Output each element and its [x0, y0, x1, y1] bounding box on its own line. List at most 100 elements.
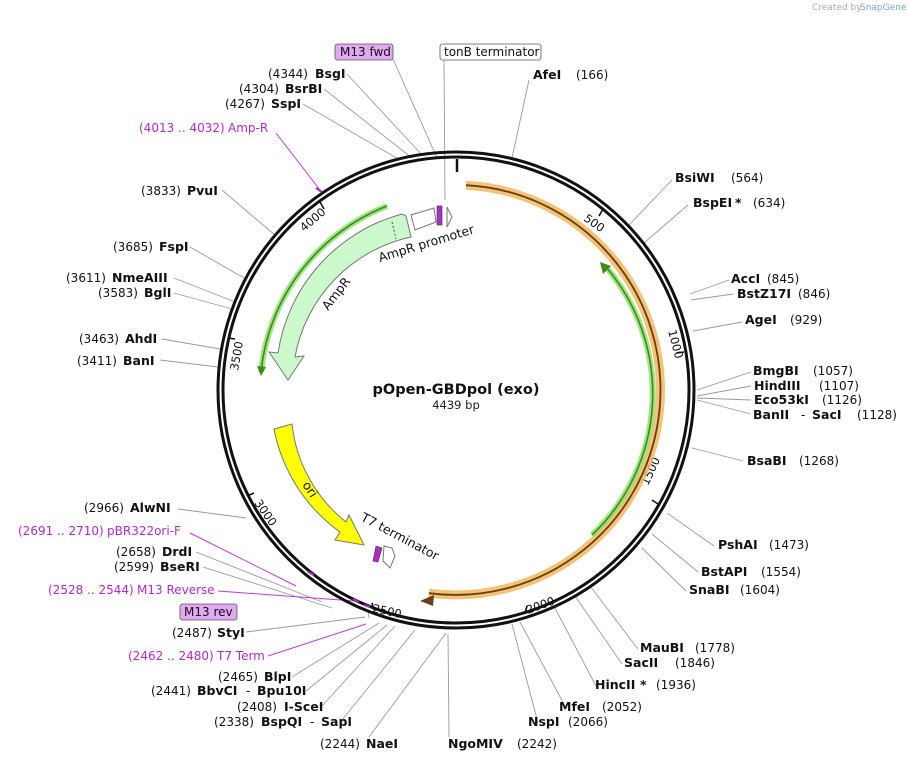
svg-text:(2487): (2487) — [172, 626, 212, 640]
svg-text:AccI: AccI — [731, 271, 760, 286]
site-label-hincii[interactable]: HincII * (1936) — [595, 677, 696, 692]
site-label-ahdi[interactable]: (3463) AhdI — [79, 331, 157, 346]
site-label-nmeaiii[interactable]: (3611) NmeAIII — [66, 270, 168, 285]
svg-text:Eco53kI: Eco53kI — [754, 392, 809, 407]
ampr-promoter-arrow[interactable] — [410, 207, 437, 231]
svg-text:(2528 .. 2544): (2528 .. 2544) — [48, 583, 134, 597]
site-label-sacii[interactable]: SacII (1846) — [624, 655, 715, 670]
site-label-styi[interactable]: (2487) StyI — [172, 625, 245, 640]
site-label-pshai[interactable]: PshAI (1473) — [718, 537, 809, 552]
site-label-bspei[interactable]: BspEI * (634) — [693, 195, 785, 210]
svg-text:Bpu10I: Bpu10I — [257, 683, 306, 698]
svg-text:(2408): (2408) — [237, 700, 277, 714]
site-label-maubi[interactable]: MauBI (1778) — [640, 640, 735, 655]
site-label-bsrbi[interactable]: (4304) BsrBI — [239, 81, 322, 96]
m13-rev-label-box[interactable]: M13 rev — [179, 603, 238, 621]
m13-reverse-primer-mark[interactable] — [352, 598, 360, 603]
site-label-bspqi-sapi[interactable]: (2338) BspQI - SapI — [214, 714, 352, 729]
svg-text:tonB terminator: tonB terminator — [444, 45, 540, 59]
svg-text:SnaBI: SnaBI — [689, 582, 730, 597]
svg-text:HincII: HincII — [595, 677, 635, 692]
site-label-eco53ki[interactable]: Eco53kI (1126) — [754, 392, 862, 407]
svg-text:(2242): (2242) — [517, 737, 557, 751]
svg-text:(564): (564) — [731, 171, 763, 185]
site-label-bbvci-bpu10i[interactable]: (2441) BbvCI - Bpu10I — [151, 683, 306, 698]
site-label-bstz17i[interactable]: BstZ17I (846) — [737, 286, 830, 301]
site-label-sspi[interactable]: (4267) SspI — [225, 96, 301, 111]
svg-text:AhdI: AhdI — [125, 331, 157, 346]
svg-text:AgeI: AgeI — [745, 312, 777, 327]
svg-text:pBR322ori-F: pBR322ori-F — [107, 524, 181, 538]
svg-text:(3611): (3611) — [66, 271, 106, 285]
t7-term-primer-mark[interactable] — [363, 604, 371, 608]
site-label-blpi[interactable]: (2465) BlpI — [218, 669, 291, 684]
svg-text:I-SceI: I-SceI — [284, 699, 323, 714]
svg-text:FspI: FspI — [159, 239, 189, 254]
m13-fwd-mark[interactable] — [436, 205, 443, 226]
svg-text:(166): (166) — [576, 68, 608, 82]
svg-text:(1846): (1846) — [675, 656, 715, 670]
site-label-bsiwi[interactable]: BsiWI (564) — [675, 170, 763, 185]
svg-text:MauBI: MauBI — [640, 640, 684, 655]
ori-arrow[interactable] — [273, 423, 365, 546]
svg-text:(1107): (1107) — [819, 379, 859, 393]
site-label-bgli[interactable]: (3583) BglI — [98, 285, 171, 300]
site-label-hindiii[interactable]: HindIII (1107) — [754, 378, 859, 393]
site-label-bsgi[interactable]: (4344) BsgI — [268, 66, 346, 81]
site-label-banii-saci[interactable]: BanII - SacI (1128) — [753, 407, 897, 422]
svg-text:-: - — [246, 684, 250, 698]
svg-text:(2465): (2465) — [218, 670, 258, 684]
site-label-ngomiv[interactable]: NgoMIV (2242) — [448, 736, 557, 751]
ampr-gene-arrow[interactable] — [267, 213, 412, 381]
primer-label-amp-r[interactable]: (4013 .. 4032) Amp-R — [139, 121, 268, 135]
svg-text:-: - — [310, 715, 314, 729]
svg-text:BseRI: BseRI — [160, 559, 200, 574]
tonb-terminator-glyph — [446, 206, 453, 228]
svg-text:PvuI: PvuI — [187, 183, 218, 198]
site-label-bsabi[interactable]: BsaBI (1268) — [747, 453, 839, 468]
svg-text:(2066): (2066) — [568, 715, 608, 729]
snapgene-logo-text: SnapGene — [860, 3, 907, 13]
orf-arc — [428, 184, 662, 596]
site-label-drdi[interactable]: (2658) DrdI — [116, 544, 192, 559]
svg-text:(3833): (3833) — [141, 184, 181, 198]
site-label-bani[interactable]: (3411) BanI — [77, 353, 155, 368]
site-label-pvui[interactable]: (3833) PvuI — [141, 183, 218, 198]
primer-label-t7-term[interactable]: (2462 .. 2480) T7 Term — [128, 649, 265, 663]
site-label-afei[interactable]: AfeI (166) — [533, 67, 608, 82]
svg-text:AfeI: AfeI — [533, 67, 561, 82]
site-label-mfei[interactable]: MfeI (2052) — [559, 699, 642, 714]
site-label-naei[interactable]: (2244) NaeI — [320, 736, 398, 751]
site-label-bstapi[interactable]: BstAPI (1554) — [701, 564, 801, 579]
site-label-alwni[interactable]: (2966) AlwNI — [84, 500, 171, 515]
svg-text:(1268): (1268) — [799, 454, 839, 468]
m13-fwd-label-box[interactable]: M13 fwd — [334, 43, 394, 61]
site-label-nspi[interactable]: NspI (2066) — [528, 714, 608, 729]
site-label-bmgbi[interactable]: BmgBI (1057) — [753, 363, 853, 378]
primer-label-m13-reverse[interactable]: (2528 .. 2544) M13 Reverse — [48, 583, 215, 597]
m13-rev-mark[interactable] — [372, 545, 383, 563]
site-label-agei[interactable]: AgeI (929) — [745, 312, 822, 327]
svg-text:(3463): (3463) — [79, 332, 119, 346]
site-label-i-scei[interactable]: (2408) I-SceI — [237, 699, 323, 714]
pbr322ori-f-primer-mark[interactable] — [307, 571, 315, 576]
svg-text:StyI: StyI — [217, 625, 245, 640]
svg-text:BstAPI: BstAPI — [701, 564, 747, 579]
site-label-acci[interactable]: AccI (845) — [731, 271, 799, 286]
tick-label-2500: 2500 — [371, 601, 403, 621]
inner-right-arc — [591, 266, 654, 536]
svg-text:BanI: BanI — [123, 353, 155, 368]
site-label-snabi[interactable]: SnaBI (1604) — [689, 582, 780, 597]
svg-text:(2441): (2441) — [151, 684, 191, 698]
site-label-fspi[interactable]: (3685) FspI — [113, 239, 189, 254]
svg-text:(846): (846) — [798, 287, 830, 301]
svg-text:DrdI: DrdI — [162, 544, 192, 559]
primer-label-pbr322ori-f[interactable]: (2691 .. 2710) pBR322ori-F — [18, 524, 181, 538]
tonb-terminator-label-box[interactable]: tonB terminator — [439, 43, 542, 61]
svg-text:(2966): (2966) — [84, 501, 124, 515]
svg-text:BglI: BglI — [144, 285, 171, 300]
svg-text:NgoMIV: NgoMIV — [448, 736, 503, 751]
amp-r-primer-mark[interactable] — [315, 187, 323, 193]
site-label-bseri[interactable]: (2599) BseRI — [114, 559, 200, 574]
svg-text:M13 Reverse: M13 Reverse — [137, 583, 215, 597]
